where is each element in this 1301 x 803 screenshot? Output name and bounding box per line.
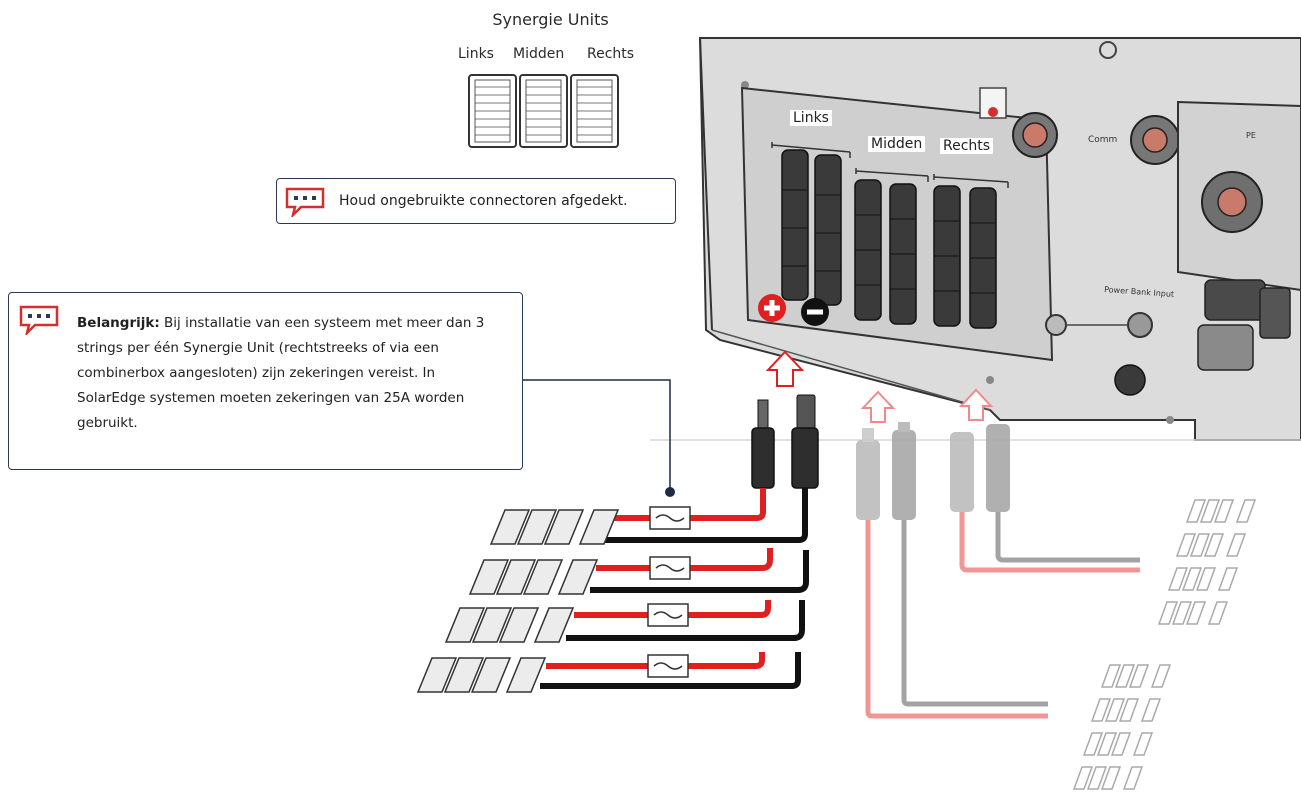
inverter <box>698 37 1301 441</box>
unit-icon-left <box>468 74 517 148</box>
callout-cover-text: Houd ongebruikte connectoren afgedekt. <box>339 193 628 209</box>
fuse-icon <box>649 506 691 530</box>
fuse-icon <box>647 603 689 627</box>
fuse-icon <box>649 556 691 580</box>
up-arrow-icon <box>958 388 994 421</box>
important-label: Belangrijk: <box>77 315 160 331</box>
speech-bubble-icon <box>285 187 325 217</box>
unit-label-left: Links <box>458 46 494 62</box>
plus-icon <box>758 294 786 322</box>
cable-glands <box>979 87 1180 165</box>
fuse-icon <box>647 654 689 678</box>
pv-string-2 <box>468 559 599 595</box>
synergie-units-title: Synergie Units <box>492 10 609 29</box>
pe-label: PE <box>1246 131 1256 140</box>
main-connectors <box>751 394 819 489</box>
faded-modules-right-top <box>1157 499 1257 625</box>
important-body: Bij installatie van een systeem met meer… <box>77 315 485 431</box>
fuses <box>647 506 691 678</box>
faded-modules-right-bottom <box>1072 664 1172 790</box>
unit-icon-right <box>570 74 619 148</box>
up-arrow-icon <box>765 350 805 387</box>
faded-cables-right <box>950 424 1140 573</box>
callout-important-text: Belangrijk: Bij installatie van een syst… <box>77 311 507 436</box>
pv-string-4 <box>416 657 547 693</box>
string-cables <box>540 488 809 689</box>
callout-important: Belangrijk: Bij installatie van een syst… <box>8 292 523 470</box>
module-strings <box>416 509 620 693</box>
panel-label-middle: Midden <box>868 136 926 152</box>
unit-label-right: Rechts <box>587 46 635 62</box>
unit-icon-middle <box>519 74 568 148</box>
callout-cover-connectors: Houd ongebruikte connectoren afgedekt. <box>276 178 676 224</box>
panel-label-left: Links <box>790 110 832 126</box>
synergie-unit-icons <box>468 74 619 148</box>
minus-icon <box>801 298 829 326</box>
faded-cables-middle <box>856 422 1048 719</box>
up-arrow-icon <box>860 390 896 423</box>
pv-string-1 <box>489 509 620 545</box>
speech-bubble-icon <box>19 305 59 335</box>
unit-label-middle: Midden <box>513 46 565 62</box>
panel-label-right: Rechts <box>940 138 994 154</box>
comm-label: Comm <box>1088 135 1117 145</box>
pv-string-3 <box>444 607 575 643</box>
